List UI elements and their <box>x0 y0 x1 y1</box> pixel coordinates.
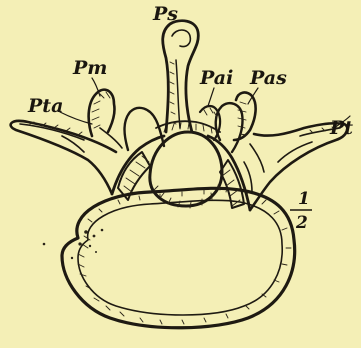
scale-fraction: 1 2 <box>290 189 312 233</box>
label-pm: Pm <box>72 57 107 79</box>
label-pt: Pt <box>329 117 353 139</box>
mammillary-process-left <box>89 90 122 148</box>
vertebral-arch <box>112 136 250 210</box>
vertebral-foramen <box>150 132 222 208</box>
label-pas: Pas <box>249 67 287 89</box>
vertebral-body <box>43 188 295 328</box>
transverse-process-left <box>11 121 116 194</box>
scale-denominator: 2 <box>295 213 308 233</box>
neural-arch-top <box>125 103 243 152</box>
label-ps: Ps <box>152 3 178 25</box>
spinous-process <box>163 21 199 132</box>
scale-numerator: 1 <box>298 189 310 209</box>
label-pai: Pai <box>199 67 233 89</box>
label-pta: Pta <box>27 95 63 117</box>
